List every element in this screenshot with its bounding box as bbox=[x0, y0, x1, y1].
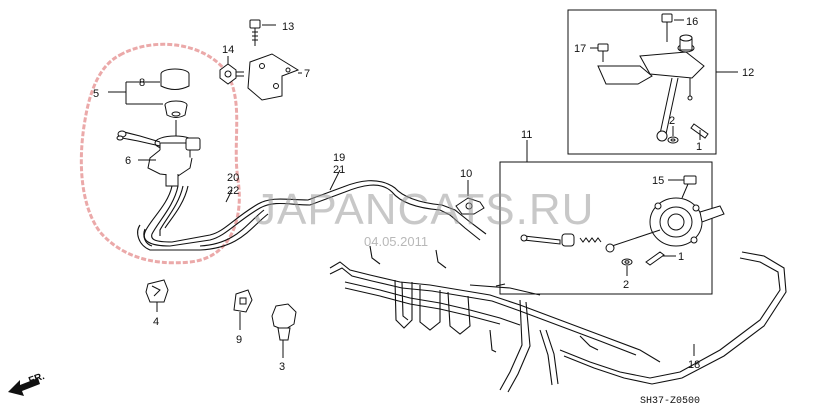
callout-18: 18 bbox=[688, 359, 700, 371]
callout-1-top: 1 bbox=[696, 141, 702, 153]
part-17-bolt[interactable] bbox=[597, 43, 609, 62]
callout-9: 9 bbox=[236, 334, 242, 346]
part-4-clip[interactable] bbox=[145, 279, 169, 303]
callout-17: 17 bbox=[574, 43, 586, 55]
part-15-bolt[interactable] bbox=[681, 175, 697, 199]
callout-12: 12 bbox=[742, 67, 754, 79]
callout-19: 19 bbox=[333, 152, 345, 164]
part-13-bolt[interactable] bbox=[249, 19, 261, 46]
callout-2-top: 2 bbox=[669, 115, 675, 127]
front-direction-arrow bbox=[8, 378, 40, 396]
part-5-seal[interactable] bbox=[164, 100, 188, 118]
callout-11: 11 bbox=[521, 129, 532, 141]
callout-1-box: 1 bbox=[678, 251, 684, 263]
part-7-bracket[interactable] bbox=[247, 53, 300, 101]
callout-21: 21 bbox=[333, 164, 345, 176]
callout-2-box: 2 bbox=[623, 279, 629, 291]
callout-15: 15 bbox=[652, 175, 664, 187]
spring-rod-kit[interactable] bbox=[520, 233, 602, 247]
part-3-clip[interactable] bbox=[271, 303, 297, 341]
callout-14: 14 bbox=[222, 44, 234, 56]
direction-label: FR. bbox=[27, 371, 46, 387]
part-14-nut[interactable] bbox=[219, 63, 244, 85]
part-6-master-cylinder[interactable] bbox=[116, 120, 201, 187]
box-12-linkage bbox=[567, 9, 738, 155]
linkage-arm[interactable] bbox=[597, 34, 705, 142]
part-10-clamp[interactable] bbox=[455, 197, 485, 215]
part-16-bolt[interactable] bbox=[661, 13, 673, 42]
box-11-slave-cylinder bbox=[499, 140, 713, 295]
pipe-bundle[interactable] bbox=[329, 245, 787, 393]
part-2-washer-top[interactable] bbox=[667, 136, 679, 144]
diagram-code: SH37-Z0500 bbox=[640, 396, 700, 407]
part-1-pin-box[interactable] bbox=[645, 251, 665, 266]
callout-13: 13 bbox=[282, 21, 294, 33]
part-2-washer-box[interactable] bbox=[621, 258, 633, 266]
callout-7: 7 bbox=[304, 68, 310, 80]
tube-assembly-19-21[interactable] bbox=[137, 180, 487, 251]
callout-10: 10 bbox=[460, 168, 472, 180]
callout-6: 6 bbox=[125, 155, 131, 167]
callout-20: 20 bbox=[227, 172, 239, 184]
callout-3: 3 bbox=[279, 361, 285, 373]
watermark: JAPANCATS.RU bbox=[254, 185, 594, 234]
callout-22: 22 bbox=[227, 185, 239, 197]
callout-4: 4 bbox=[153, 316, 159, 328]
slave-cylinder[interactable] bbox=[605, 197, 725, 253]
part-8-cap[interactable] bbox=[160, 68, 190, 90]
callout-5: 5 bbox=[93, 88, 99, 100]
leader-19-21 bbox=[329, 169, 341, 191]
callout-8: 8 bbox=[139, 77, 145, 89]
leader-20-22 bbox=[225, 189, 233, 203]
part-9-clip[interactable] bbox=[233, 289, 253, 313]
date-stamp: 04.05.2011 bbox=[364, 234, 428, 249]
callout-16: 16 bbox=[686, 16, 698, 28]
